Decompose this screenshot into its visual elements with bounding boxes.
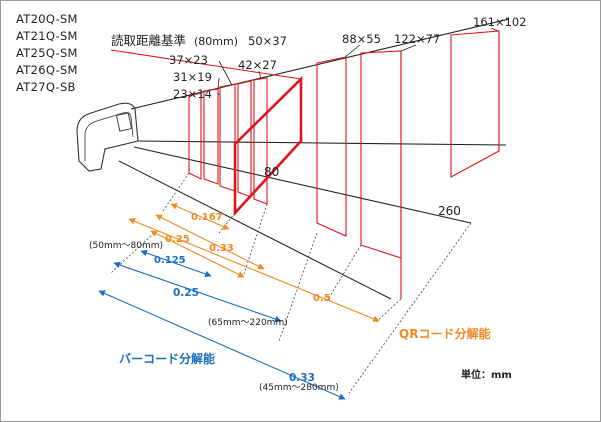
distance-label: 80 (264, 165, 279, 179)
field-size-label: 37×23 (169, 53, 208, 67)
qr-resolution-title: QRコード分解能 (399, 326, 490, 341)
field-size-label: 23×14 (173, 87, 212, 101)
barcode-range-label: (50mm～80mm) (89, 241, 163, 251)
barcode-resolution-value: 0.33 (289, 372, 315, 384)
field-frame (450, 30, 500, 178)
distance-label: 260 (438, 204, 461, 218)
reference-unit: (80mm) (194, 35, 238, 48)
label-leaders (217, 27, 499, 96)
field-size-label: 161×102 (473, 15, 527, 29)
model-name: AT27Q-SB (16, 80, 76, 94)
barcode-resolution-arrows (98, 249, 346, 400)
field-frame (203, 88, 219, 185)
barcode-range-label: (65mm～220mm) (208, 318, 288, 328)
field-size-label: 88×55 (342, 32, 381, 46)
field-frame (360, 50, 402, 259)
barcode-range-label: (45mm～280mm) (259, 383, 339, 393)
scanner-device (76, 102, 139, 172)
qr-resolution-value: 0.33 (209, 243, 234, 254)
barcode-resolution-value: 0.25 (173, 287, 199, 299)
model-name: AT25Q-SM (16, 46, 78, 60)
qr-resolution-value: 0.5 (313, 293, 331, 304)
field-frame (316, 56, 347, 237)
reference-size: 50×37 (248, 34, 287, 48)
model-name: AT20Q-SM (16, 12, 78, 26)
field-size-label: 122×77 (394, 32, 440, 46)
field-frame (219, 83, 236, 192)
model-name: AT21Q-SM (16, 29, 78, 43)
unit-label: 単位：mm (461, 368, 512, 381)
field-size-label: 31×19 (173, 70, 212, 84)
reference-label: 読取距離基準 (111, 33, 186, 48)
qr-resolution-value: 0.25 (165, 234, 190, 245)
qr-resolution-value: 0.167 (191, 212, 223, 223)
barcode-resolution-value: 0.125 (154, 255, 186, 266)
barcode-resolution-title: バーコード分解能 (119, 351, 215, 366)
reference-frame (233, 75, 303, 217)
reference-leader (110, 49, 302, 80)
model-name: AT26Q-SM (16, 63, 78, 77)
field-size-label: 42×27 (238, 58, 277, 72)
field-frame (188, 92, 202, 180)
